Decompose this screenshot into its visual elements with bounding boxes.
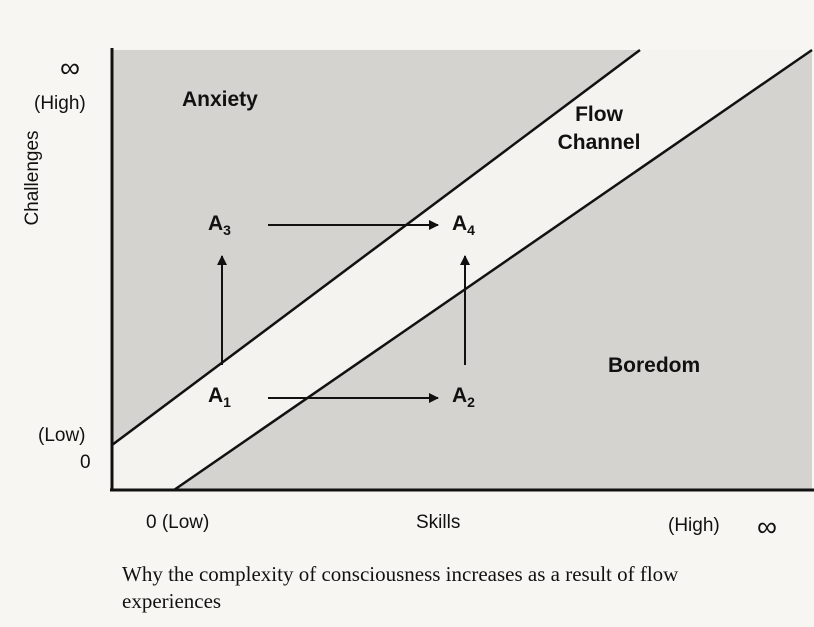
- point-a4-label: A4: [452, 212, 475, 238]
- flow-channel-region: [112, 50, 812, 490]
- y-axis-zero-label: 0: [80, 452, 91, 473]
- boredom-label: Boredom: [608, 354, 701, 377]
- x-axis-high-label: (High): [668, 515, 720, 536]
- figure-caption: Why the complexity of consciousness incr…: [122, 562, 679, 613]
- anxiety-label: Anxiety: [182, 88, 258, 111]
- x-axis-infinity-symbol: ∞: [757, 511, 777, 542]
- y-axis-high-label: (High): [34, 93, 86, 114]
- flow-channel-label-line1: Flow: [575, 103, 623, 126]
- y-axis-infinity-symbol: ∞: [60, 52, 80, 83]
- flow-upper-boundary: [111, 48, 641, 447]
- x-axis-title: Skills: [416, 512, 461, 533]
- flow-channel-label: Flow Channel: [546, 101, 652, 157]
- flow-channel-label-line2: Channel: [557, 131, 641, 154]
- point-a3-label: A3: [208, 212, 231, 238]
- x-axis-low-label: 0 (Low): [146, 512, 210, 533]
- point-a2-label: A2: [452, 384, 475, 410]
- point-a1-label: A1: [208, 384, 231, 410]
- flow-lower-boundary: [173, 48, 813, 492]
- y-axis-low-label: (Low): [38, 425, 86, 446]
- y-axis-title: Challenges: [22, 130, 43, 226]
